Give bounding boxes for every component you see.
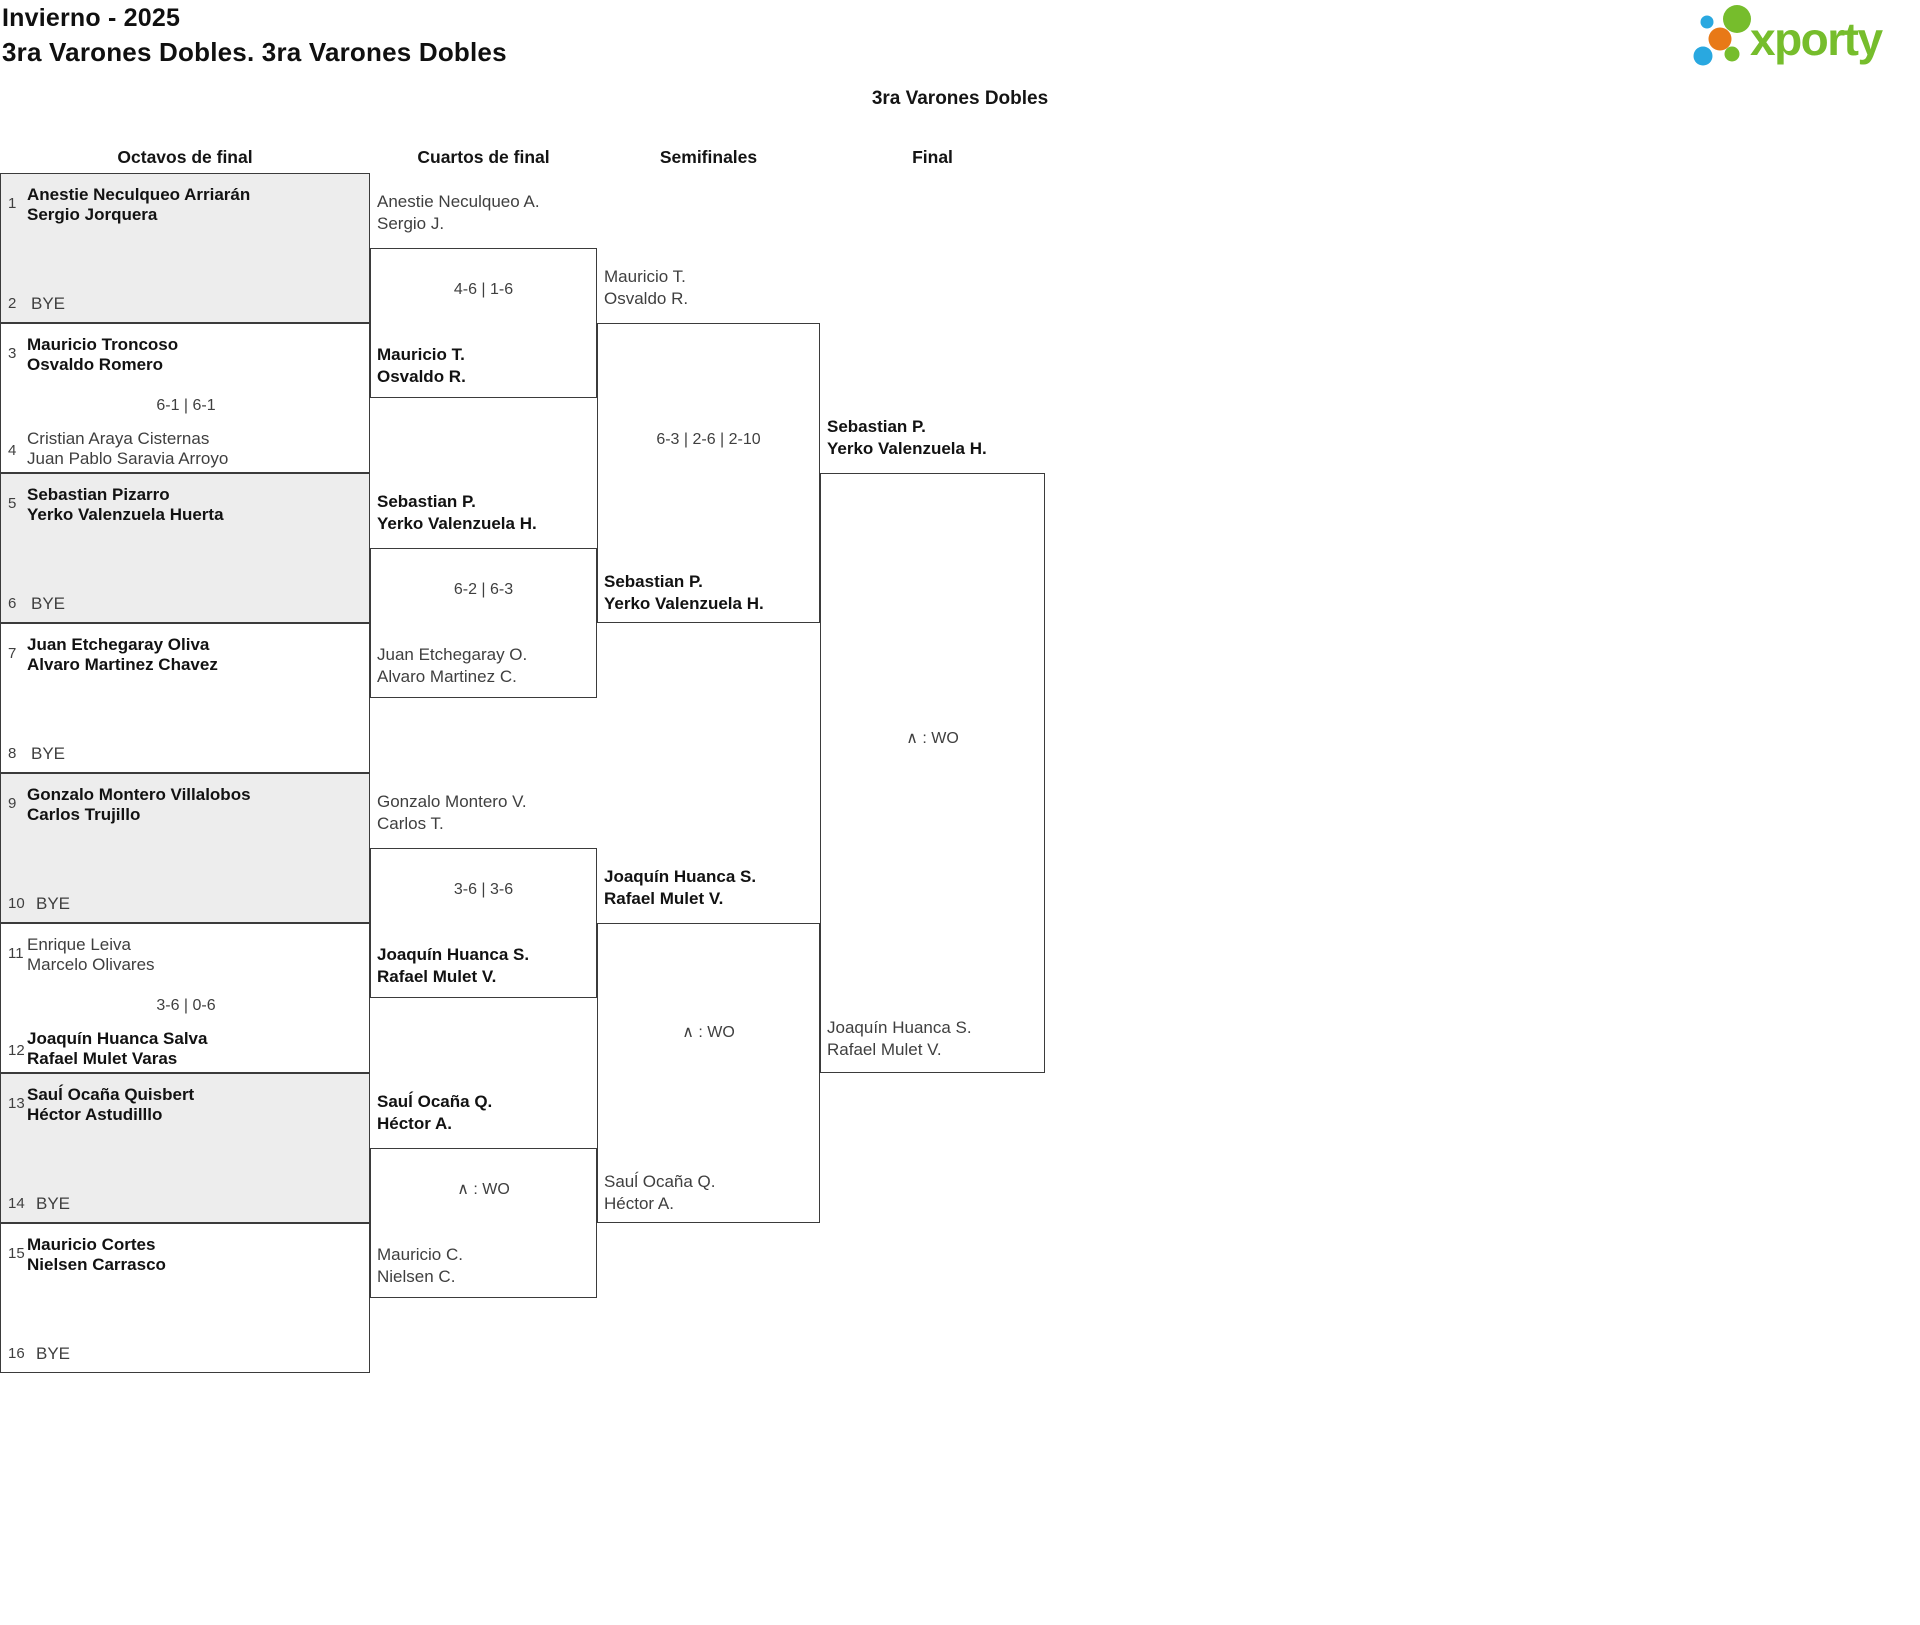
match-score: 3-6 | 3-6 [453,881,514,898]
team-entry: Joaquín Huanca S.Rafael Mulet V. [827,1018,972,1059]
team-entry-bye: BYE [36,894,71,913]
match-score: 3-6 | 0-6 [156,997,216,1014]
match-box-qf-3 [370,848,597,998]
match-score: 6-2 | 6-3 [453,581,514,598]
seed-number: 1 [8,195,17,212]
team-entry: Sauĺ Ocaña Q.Héctor A. [377,1092,493,1133]
round-header-semifinales: Semifinales [659,147,758,167]
team-entry-bye: BYE [31,744,66,763]
page-title: Invierno - 2025 [2,4,181,32]
team-entry: Mauricio T.Osvaldo R. [377,345,466,386]
team-entry-bye: BYE [31,294,66,313]
team-entry: Sebastian P.Yerko Valenzuela H. [604,572,764,613]
xporty-logo[interactable]: xporty [1686,2,1918,72]
seed-number: 16 [8,1345,25,1362]
team-entry-bye: BYE [36,1344,71,1363]
seed-number: 12 [8,1042,25,1059]
team-entry: Juan Etchegaray O.Alvaro Martinez C. [377,645,528,686]
round-header-octavos: Octavos de final [117,147,253,167]
match-box-qf-4 [370,1148,597,1298]
match-box-qf-1 [370,248,597,398]
team-entry: Sebastian P.Yerko Valenzuela H. [377,492,537,533]
seed-number: 13 [8,1095,25,1112]
bracket-category-title: 3ra Varones Dobles [871,88,1049,109]
page-subtitle: 3ra Varones Dobles. 3ra Varones Dobles [2,37,507,67]
match-score: 6-3 | 2-6 | 2-10 [656,431,761,448]
seed-number: 7 [8,645,17,662]
seed-number: 10 [8,895,25,912]
team-entry-bye: BYE [36,1194,71,1213]
team-entry: Mauricio T.Osvaldo R. [604,267,689,308]
match-score: 6-1 | 6-1 [156,397,216,414]
seed-number: 8 [8,745,17,762]
match-score-walkover: ∧ : WO [682,1024,735,1041]
seed-number: 2 [8,295,17,312]
team-entry: Sebastian P.Yerko Valenzuela H. [827,417,987,458]
logo-dots-icon [1693,5,1751,66]
seed-number: 4 [8,442,17,459]
match-box-sf-1 [597,323,820,623]
match-score-walkover: ∧ : WO [457,1181,510,1198]
team-entry: Sauĺ Ocaña Q.Héctor A. [604,1172,716,1213]
match-box-final [820,473,1045,1073]
round-header-cuartos: Cuartos de final [417,147,550,167]
match-box-qf-2 [370,548,597,698]
team-entry: Joaquín Huanca S.Rafael Mulet V. [604,867,757,908]
seed-number: 9 [8,795,17,812]
logo-wordmark: xporty [1750,13,1884,65]
match-score: 4-6 | 1-6 [453,281,514,298]
seed-number: 6 [8,595,17,612]
seed-number: 11 [8,945,24,962]
seed-number: 15 [8,1245,25,1262]
team-entry: Mauricio C.Nielsen C. [377,1245,463,1286]
seed-number: 3 [8,345,17,362]
team-entry: Anestie Neculqueo A.Sergio J. [377,192,540,233]
round-header-final: Final [912,147,953,167]
team-entry: Joaquín Huanca S.Rafael Mulet V. [377,945,530,986]
seed-number: 5 [8,495,17,512]
team-entry-bye: BYE [31,594,66,613]
match-box-sf-2 [597,923,820,1223]
team-entry: Gonzalo Montero V.Carlos T. [377,792,527,833]
seed-number: 14 [8,1195,25,1212]
match-score-walkover: ∧ : WO [906,730,959,747]
